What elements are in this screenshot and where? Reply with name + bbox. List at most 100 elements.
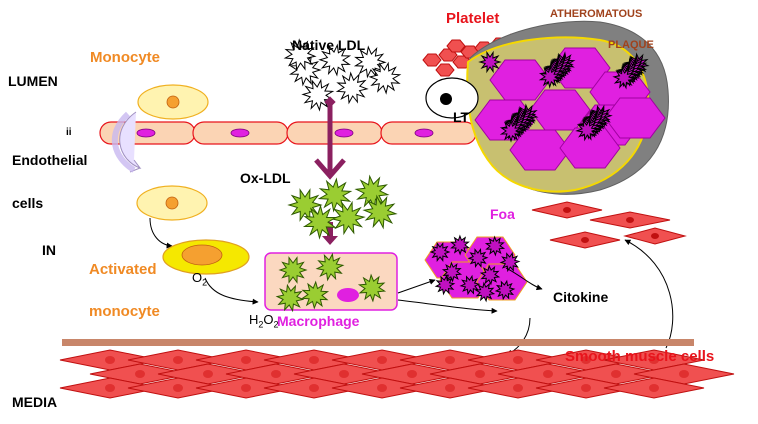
smooth-muscle-cells-intima <box>531 201 687 249</box>
citokine-label: Citokine <box>553 289 609 305</box>
lipid-droplet <box>612 66 636 90</box>
monocyte-cell <box>137 84 209 120</box>
smooth-muscle-nucleus <box>105 356 115 364</box>
smooth-muscle-nucleus <box>241 384 251 392</box>
arrow <box>397 299 498 314</box>
h2o2-label: H2O2 <box>249 313 279 330</box>
lipid-droplet <box>538 65 562 89</box>
arrow <box>149 217 173 249</box>
lipid-droplet <box>474 281 496 303</box>
activated-monocyte-cell <box>162 239 250 275</box>
native-ldl-label: Native LDL <box>292 37 366 53</box>
smooth-muscle-nucleus <box>543 370 553 378</box>
lipid-droplet <box>484 235 506 257</box>
oxidized-ldl-particle <box>302 204 338 240</box>
foam-cell <box>604 97 666 139</box>
endothelium <box>99 121 477 145</box>
smooth-muscle-nucleus <box>271 370 281 378</box>
smooth-muscle-nucleus <box>563 207 571 213</box>
lt-label: LT <box>453 109 470 125</box>
arrow <box>624 239 674 349</box>
smooth-muscle-nucleus <box>649 384 659 392</box>
foam-cell-label: Foa <box>490 206 515 222</box>
smooth-muscle-nucleus <box>241 356 251 364</box>
smooth-muscle-nucleus <box>581 237 589 243</box>
plaque-label: PLAQUE <box>608 39 654 51</box>
lymphocyte-cell <box>425 77 479 119</box>
plaque-foam-cells <box>474 47 666 171</box>
platelet <box>446 39 466 53</box>
oxidized-ldl-particle <box>357 273 387 303</box>
smooth-muscle-nucleus <box>611 370 621 378</box>
smooth-muscle-nucleus <box>407 370 417 378</box>
oxidized-ldl-particle <box>275 283 305 313</box>
ldl-particle <box>368 61 402 95</box>
lipid-droplet <box>499 251 521 273</box>
smooth-muscle-nucleus <box>513 356 523 364</box>
ox-ldl-cluster <box>275 174 398 313</box>
lumen-label: LUMEN <box>8 73 58 89</box>
smooth-muscle-cells-media <box>59 349 735 399</box>
elastic-lamina <box>62 339 694 346</box>
smooth-muscle-nucleus <box>649 356 659 364</box>
arrow <box>204 277 259 305</box>
cell-nucleus <box>230 128 250 138</box>
arrow <box>505 267 543 291</box>
media-label: MEDIA <box>12 394 58 410</box>
smooth-muscle-nucleus <box>679 370 689 378</box>
smooth-muscle-nucleus <box>651 233 659 239</box>
native-ldl-cluster <box>283 38 402 112</box>
migration-arrow-body <box>111 111 136 173</box>
lipid-droplet <box>429 241 451 263</box>
platelet-label: Platelet <box>446 10 500 27</box>
smooth-muscle-nucleus <box>135 370 145 378</box>
smooth-muscle-nucleus <box>309 356 319 364</box>
lipid-droplet <box>499 119 523 143</box>
lipid-droplet <box>467 247 489 269</box>
monocyte-label: Monocyte <box>90 49 161 66</box>
cell-nucleus <box>334 128 354 138</box>
lipid-droplet <box>434 274 456 296</box>
ldl-particle <box>335 71 369 105</box>
oxidized-ldl-particle <box>300 280 330 310</box>
cell-nucleus <box>136 128 156 138</box>
activated-label: Activated <box>89 261 157 278</box>
macrophage-label: Macrophage <box>277 313 360 329</box>
oxidation-arrowhead <box>314 158 346 180</box>
smooth-muscle-nucleus <box>339 370 349 378</box>
h2o2-h: H <box>249 312 259 327</box>
stray-mark: ii <box>66 127 72 138</box>
arrow <box>397 278 436 294</box>
lipid-droplet <box>478 50 502 74</box>
smooth-muscle-nucleus <box>581 384 591 392</box>
smooth-muscle-nucleus <box>626 217 634 223</box>
smooth-muscle-nucleus <box>173 356 183 364</box>
h2o2-o: O <box>263 312 274 327</box>
foam-cell <box>559 127 621 169</box>
endothelial-label: Endothelial <box>12 152 88 168</box>
cell-nucleus <box>414 128 434 138</box>
intima-label: IN <box>42 242 56 258</box>
oxidized-ldl-particle <box>317 177 353 213</box>
smooth-muscle-nucleus <box>581 356 591 364</box>
arrow <box>506 317 531 356</box>
smooth-muscle-nucleus <box>203 370 213 378</box>
smooth-muscle-nucleus <box>309 384 319 392</box>
smooth-muscle-nucleus <box>445 384 455 392</box>
oxidized-ldl-particle <box>278 256 308 284</box>
monocyte-cell <box>136 185 208 221</box>
o2-label: O2 <box>192 271 207 288</box>
lipid-droplet <box>479 264 501 286</box>
smooth-muscle-nucleus <box>377 356 387 364</box>
smooth-muscle-nucleus <box>475 370 485 378</box>
smooth-muscle-nucleus <box>513 384 523 392</box>
platelet <box>422 53 442 67</box>
monocyte2-label: monocyte <box>89 303 160 320</box>
lipid-droplet <box>575 118 599 142</box>
ldl-particle <box>353 45 387 79</box>
smooth-muscle-label: Smooth muscle cells <box>565 348 715 365</box>
endothelial-cell <box>286 121 383 145</box>
smooth-muscle-nucleus <box>105 384 115 392</box>
